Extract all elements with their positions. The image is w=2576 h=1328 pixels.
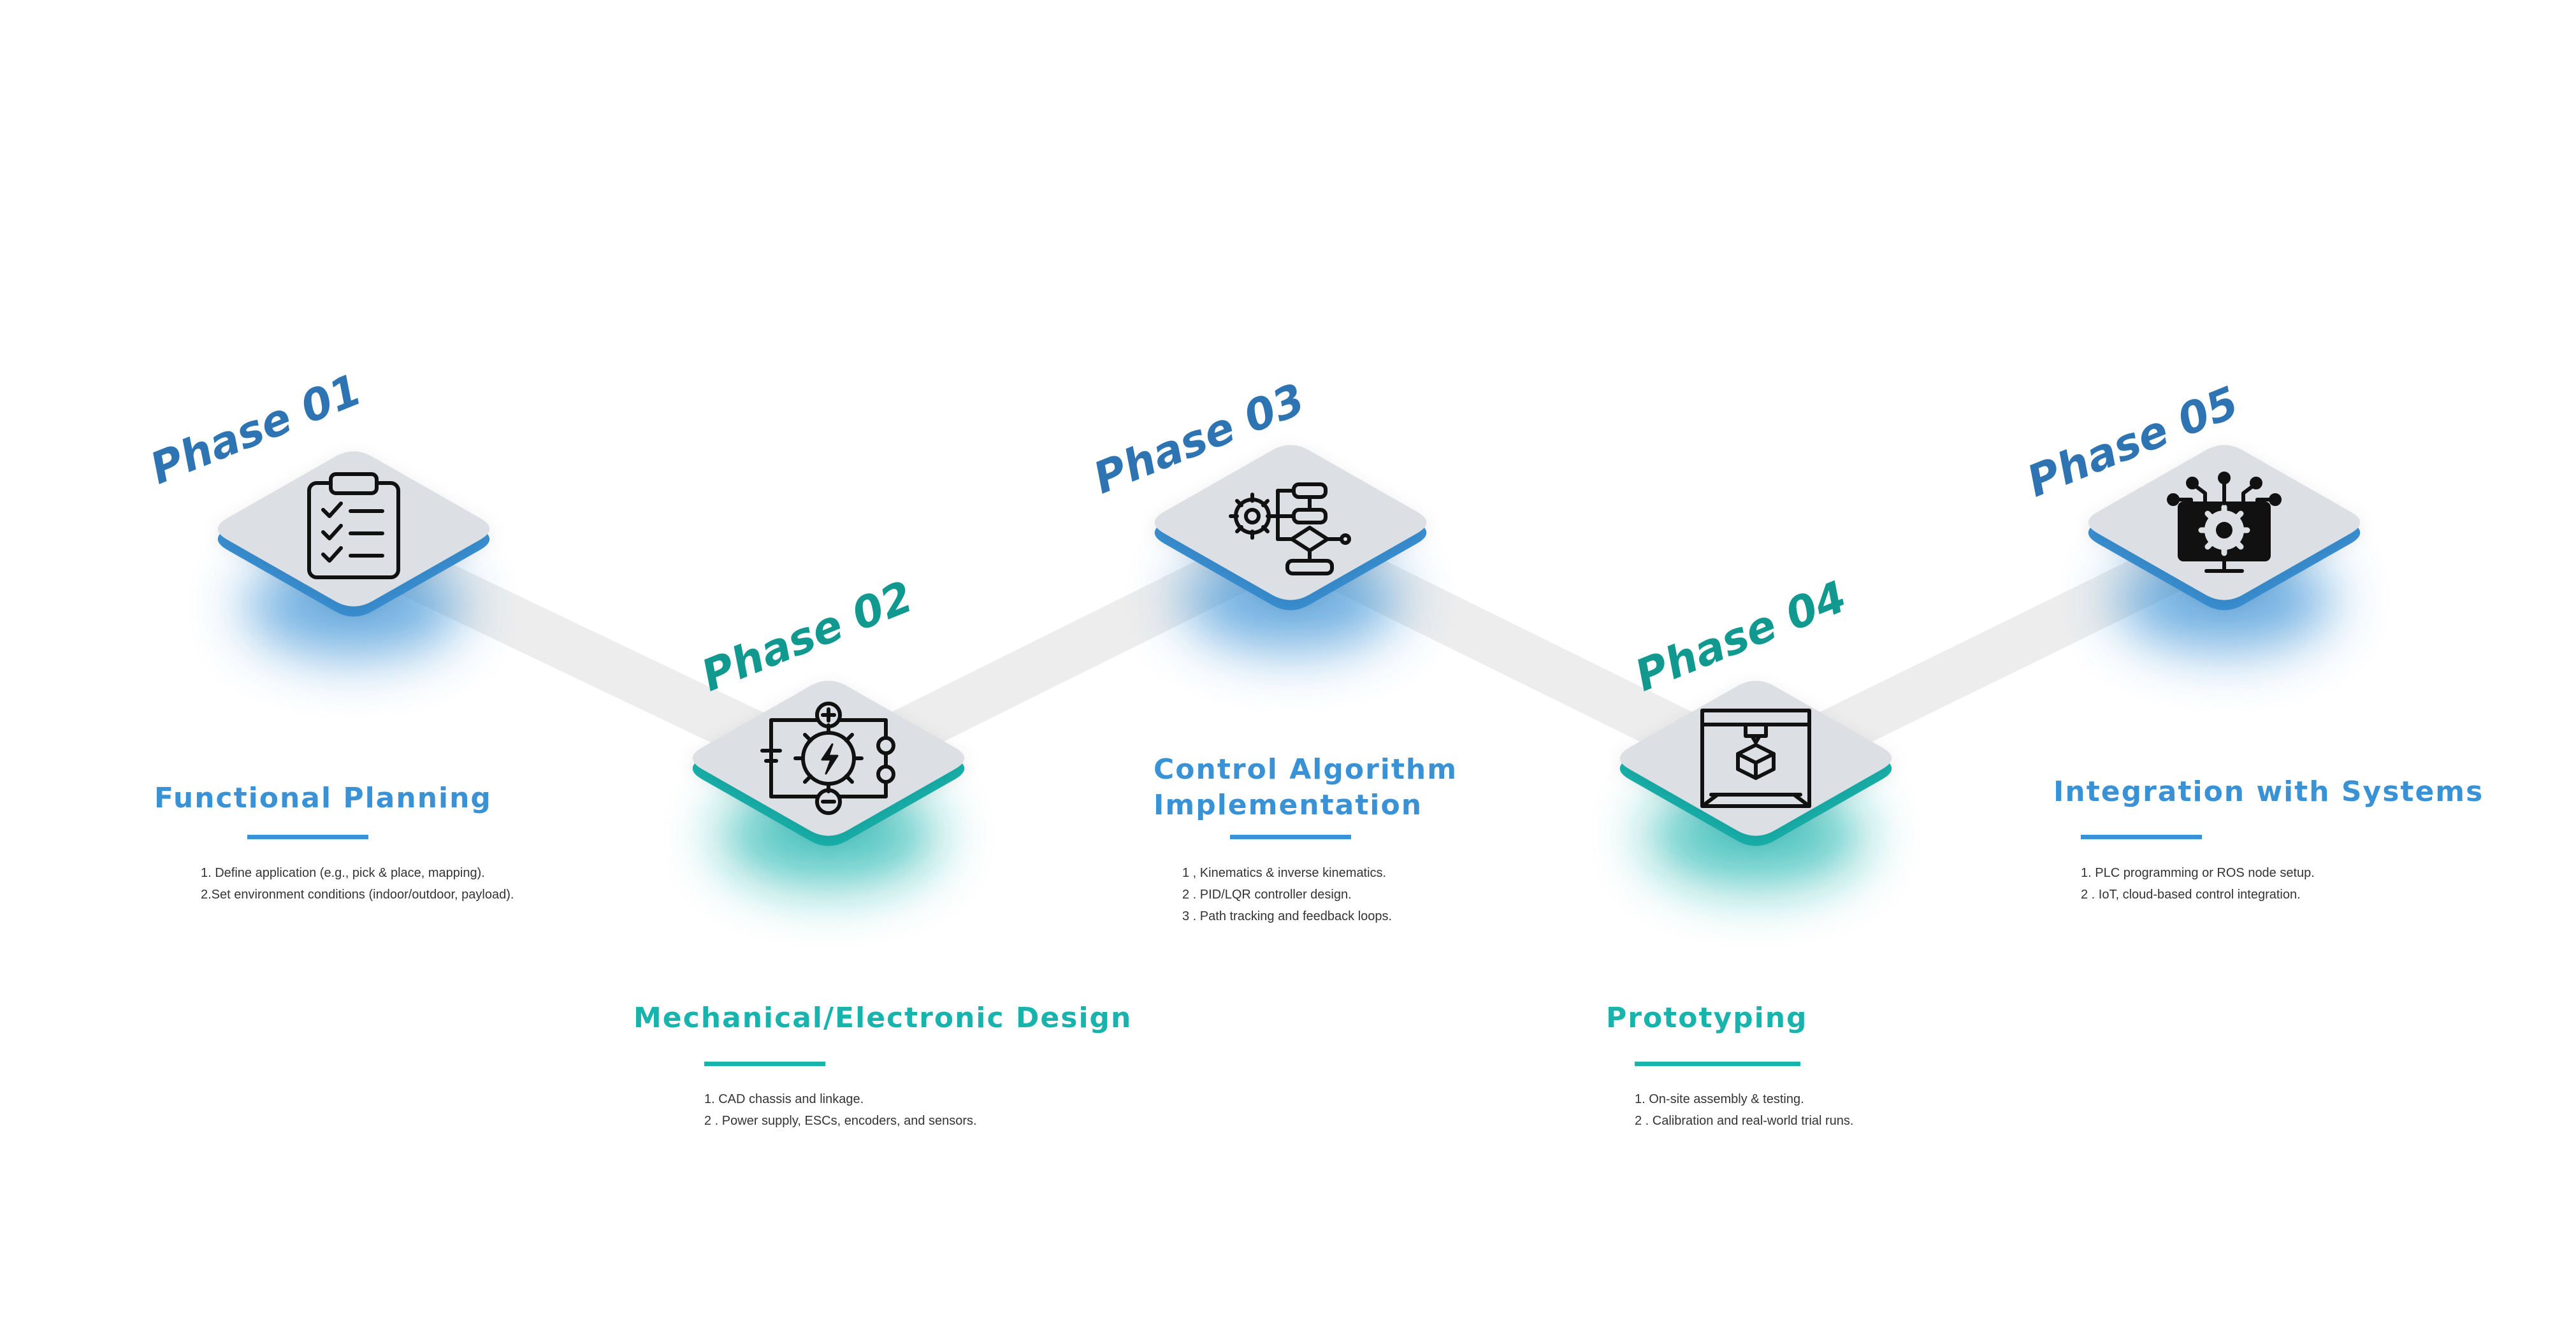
node-tile [1154,445,1427,600]
phase-02-underline [704,1062,825,1066]
list-item: 1. CAD chassis and linkage. [704,1092,864,1106]
phase-04-title: Prototyping [1606,1002,1808,1034]
list-item: 1. PLC programming or ROS node setup. [2081,866,2315,880]
list-item: 2 . IoT, cloud-based control integration… [2081,888,2301,902]
phase-03-underline [1230,835,1351,839]
phase-02-title: Mechanical/Electronic Design [633,1002,1132,1034]
phase-03-title-line-1: Control Algorithm [1154,753,1458,786]
list-item: 2 . Power supply, ESCs, encoders, and se… [704,1114,977,1128]
phase-01-list: 1. Define application (e.g., pick & plac… [201,862,514,906]
circuit-gear-icon [760,702,895,815]
phase-05-list: 1. PLC programming or ROS node setup. 2 … [2081,862,2315,906]
flowchart-gear-icon [1229,482,1351,575]
phase-03-title: Control Algorithm Implementation [1154,752,1458,823]
phase-03-title-line-2: Implementation [1154,789,1423,821]
clipboard-checklist-icon [307,472,400,579]
list-item: 1. On-site assembly & testing. [1635,1092,1804,1106]
phase-05-underline [2081,835,2202,839]
phase-node-03 [1154,445,1427,650]
phase-01-underline [247,835,368,839]
list-item: 2 . PID/LQR controller design. [1182,888,1352,902]
list-item: 3 . Path tracking and feedback loops. [1182,909,1393,923]
monitor-gear-network-icon [2167,472,2282,573]
node-tile [1619,681,1892,836]
phase-04-underline [1635,1062,1800,1066]
list-item: 1. Define application (e.g., pick & plac… [201,866,485,880]
phase-02-list: 1. CAD chassis and linkage. 2 . Power su… [704,1088,977,1132]
phase-03-list: 1 , Kinematics & inverse kinematics. 2 .… [1182,862,1392,927]
3d-printer-icon [1700,709,1811,808]
phase-04-list: 1. On-site assembly & testing. 2 . Calib… [1635,1088,1854,1132]
phase-01-title: Functional Planning [154,782,492,814]
list-item: 2 . Calibration and real-world trial run… [1635,1114,1854,1128]
phase-05-title: Integration with Systems [2053,776,2484,808]
phase-node-01 [217,451,490,656]
node-tile [217,451,490,607]
list-item: 2.Set environment conditions (indoor/out… [201,888,514,902]
phase-node-04 [1619,681,1892,886]
list-item: 1 , Kinematics & inverse kinematics. [1182,866,1387,880]
